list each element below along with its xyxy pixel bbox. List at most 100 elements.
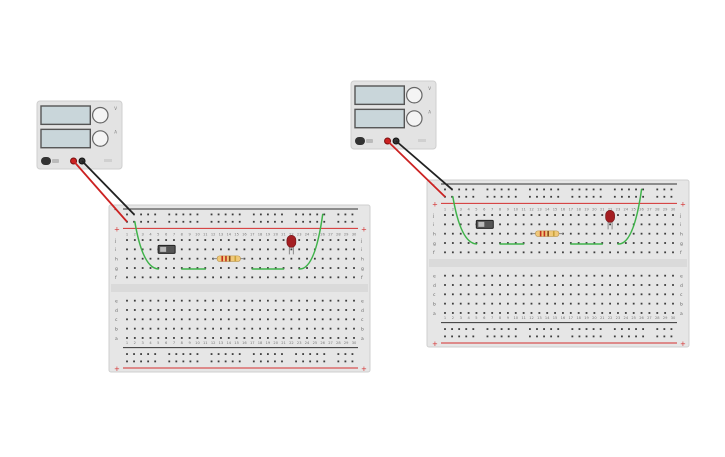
hole[interactable] (538, 223, 541, 226)
hole[interactable] (506, 251, 509, 254)
hole[interactable] (188, 318, 191, 321)
rail-hole[interactable] (344, 220, 347, 223)
hole[interactable] (180, 267, 183, 269)
hole[interactable] (554, 223, 556, 226)
hole[interactable] (664, 293, 667, 296)
rail-hole[interactable] (656, 188, 659, 191)
hole[interactable] (337, 309, 340, 311)
hole[interactable] (562, 293, 564, 296)
rail-hole[interactable] (536, 188, 538, 191)
hole[interactable] (204, 239, 207, 241)
rail-hole[interactable] (472, 188, 475, 191)
rail-hole[interactable] (635, 335, 637, 338)
rail-hole[interactable] (295, 360, 297, 363)
hole[interactable] (569, 242, 572, 244)
rail-hole[interactable] (557, 195, 560, 198)
hole[interactable] (506, 242, 509, 244)
hole[interactable] (609, 232, 612, 235)
hole[interactable] (617, 242, 619, 244)
rail-hole[interactable] (344, 360, 347, 363)
hole[interactable] (467, 223, 470, 226)
hole[interactable] (499, 223, 501, 226)
hole[interactable] (483, 214, 486, 216)
hole[interactable] (593, 242, 596, 244)
hole[interactable] (554, 251, 556, 254)
rail-hole[interactable] (465, 188, 468, 191)
hole[interactable] (306, 276, 308, 279)
rail-hole[interactable] (259, 213, 262, 216)
hole[interactable] (538, 214, 541, 216)
hole[interactable] (617, 251, 619, 254)
rail-hole[interactable] (599, 188, 602, 191)
rail-hole[interactable] (543, 188, 545, 191)
hole[interactable] (648, 274, 651, 277)
rail-hole[interactable] (266, 360, 269, 363)
hole[interactable] (188, 257, 191, 260)
hole[interactable] (514, 242, 517, 244)
hole[interactable] (624, 251, 627, 254)
rail-hole[interactable] (351, 220, 354, 223)
rail-hole[interactable] (444, 335, 446, 338)
rail-hole[interactable] (217, 220, 220, 223)
hole[interactable] (220, 318, 222, 321)
hole[interactable] (243, 309, 246, 311)
hole[interactable] (585, 293, 588, 296)
hole[interactable] (538, 274, 541, 277)
hole[interactable] (227, 337, 230, 339)
rail-hole[interactable] (500, 335, 503, 338)
rail-hole[interactable] (536, 335, 538, 338)
hole[interactable] (546, 251, 549, 254)
hole[interactable] (459, 302, 462, 305)
current-knob[interactable] (91, 130, 109, 147)
hole[interactable] (251, 276, 254, 279)
hole[interactable] (259, 239, 261, 241)
hole[interactable] (227, 327, 230, 330)
hole[interactable] (522, 214, 525, 216)
hole[interactable] (467, 214, 470, 216)
rail-hole[interactable] (316, 220, 319, 223)
hole[interactable] (499, 214, 501, 216)
hole[interactable] (664, 312, 667, 314)
rail-hole[interactable] (281, 360, 283, 363)
rail-hole[interactable] (656, 328, 659, 330)
rail-hole[interactable] (217, 353, 220, 355)
hole[interactable] (337, 257, 340, 260)
hole[interactable] (475, 242, 478, 244)
hole[interactable] (329, 257, 332, 260)
hole[interactable] (569, 312, 572, 314)
hole[interactable] (475, 274, 478, 277)
hole[interactable] (196, 248, 199, 251)
rail-hole[interactable] (585, 188, 588, 191)
hole[interactable] (157, 299, 160, 302)
rail-hole[interactable] (536, 195, 538, 198)
rail-hole[interactable] (642, 335, 645, 338)
hole[interactable] (141, 239, 144, 241)
rail-hole[interactable] (217, 213, 220, 216)
hole[interactable] (173, 309, 175, 311)
hole[interactable] (522, 251, 525, 254)
rail-hole[interactable] (500, 188, 503, 191)
hole[interactable] (188, 267, 191, 269)
hole[interactable] (274, 299, 277, 302)
rail-hole[interactable] (613, 188, 616, 191)
hole[interactable] (483, 302, 486, 305)
hole[interactable] (483, 312, 486, 314)
hole[interactable] (173, 267, 175, 269)
hole[interactable] (514, 284, 517, 286)
hole[interactable] (444, 251, 446, 254)
hole[interactable] (266, 318, 269, 321)
hole[interactable] (274, 276, 277, 279)
hole[interactable] (266, 309, 269, 311)
hole[interactable] (220, 337, 222, 339)
hole[interactable] (546, 214, 549, 216)
hole[interactable] (562, 302, 564, 305)
rail-hole[interactable] (578, 195, 581, 198)
hole[interactable] (306, 248, 308, 251)
hole[interactable] (483, 284, 486, 286)
hole[interactable] (617, 232, 619, 235)
rail-hole[interactable] (543, 328, 545, 330)
rail-hole[interactable] (189, 213, 192, 216)
rail-hole[interactable] (238, 360, 241, 363)
hole[interactable] (506, 232, 509, 235)
hole[interactable] (141, 337, 144, 339)
